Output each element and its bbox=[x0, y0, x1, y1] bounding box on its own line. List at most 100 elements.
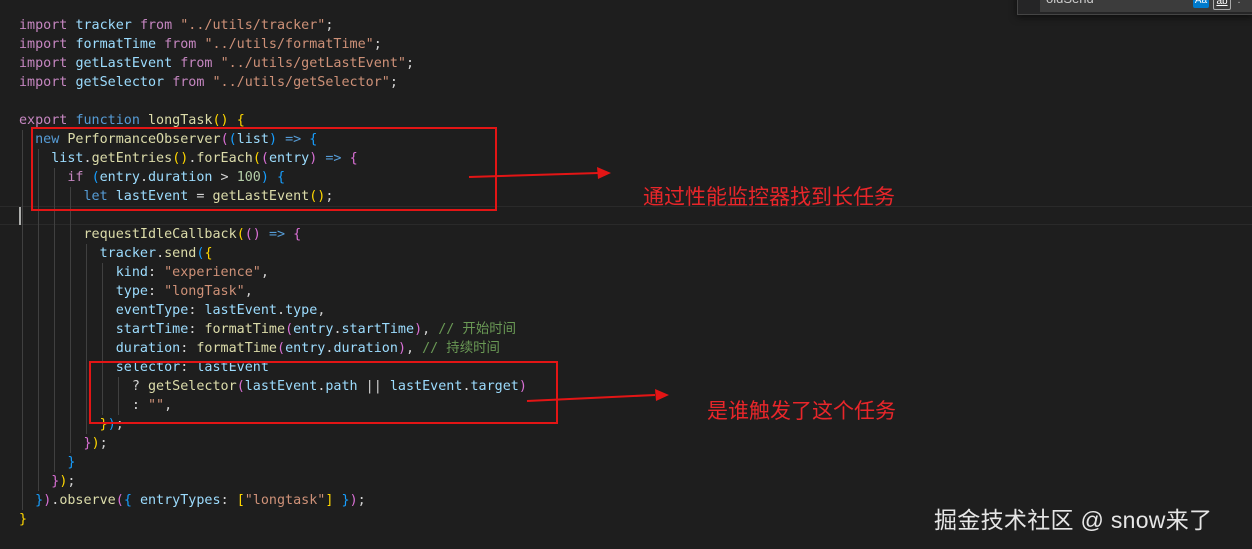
code-line: list.getEntries().forEach((entry) => { bbox=[19, 149, 358, 168]
regex-toggle[interactable]: .* bbox=[1237, 0, 1245, 6]
code-token bbox=[333, 493, 341, 508]
code-token bbox=[19, 436, 84, 451]
code-token: forEach bbox=[196, 151, 253, 166]
code-token: ( bbox=[252, 151, 261, 166]
code-token: . bbox=[333, 322, 342, 337]
annotation-text-1: 通过性能监控器找到长任务 bbox=[643, 185, 895, 209]
code-token: => bbox=[285, 132, 302, 147]
code-token: getLastEvent bbox=[75, 56, 173, 71]
code-token: "experience" bbox=[164, 265, 261, 280]
code-token: : bbox=[148, 284, 165, 299]
code-token: ) bbox=[518, 379, 527, 394]
code-token bbox=[19, 474, 51, 489]
code-token: formatTime bbox=[75, 37, 157, 52]
chevron-right-icon[interactable]: › bbox=[1024, 0, 1032, 4]
annotation-arrow-2 bbox=[526, 389, 669, 402]
code-token: => bbox=[268, 227, 286, 242]
code-token bbox=[19, 455, 67, 470]
code-token bbox=[19, 322, 116, 337]
code-token: ] bbox=[325, 493, 334, 508]
code-line: import getLastEvent from "../utils/getLa… bbox=[19, 54, 414, 73]
code-token: || bbox=[357, 379, 390, 394]
code-line: import tracker from "../utils/tracker"; bbox=[19, 16, 333, 35]
code-line: import getSelector from "../utils/getSel… bbox=[19, 73, 398, 92]
code-token: "../utils/getSelector" bbox=[212, 75, 390, 90]
code-token: entry bbox=[99, 170, 140, 185]
code-token bbox=[19, 341, 116, 356]
code-token: // 持续时间 bbox=[422, 341, 500, 356]
code-token: > bbox=[212, 170, 237, 185]
code-token: if bbox=[67, 170, 84, 185]
code-line: startTime: formatTime(entry.startTime), … bbox=[19, 320, 516, 339]
code-token bbox=[132, 493, 140, 508]
code-token: send bbox=[164, 246, 197, 261]
code-token: "../utils/formatTime" bbox=[204, 37, 374, 52]
indent-guide bbox=[22, 130, 23, 510]
code-token: requestIdleCallback bbox=[83, 227, 237, 242]
code-token: ; bbox=[325, 18, 334, 33]
code-token: entry bbox=[293, 322, 334, 337]
whole-word-toggle[interactable]: ab bbox=[1213, 0, 1231, 10]
code-token: ; bbox=[389, 75, 398, 90]
code-token bbox=[156, 37, 164, 52]
code-token bbox=[285, 227, 293, 242]
code-token bbox=[213, 56, 221, 71]
code-line: }); bbox=[19, 434, 108, 453]
find-widget[interactable]: › oldSend Aa ab .* bbox=[1017, 0, 1252, 15]
code-line: type: "longTask", bbox=[19, 282, 253, 301]
code-token: ) bbox=[414, 322, 423, 337]
code-token: type bbox=[285, 303, 318, 318]
code-token bbox=[19, 284, 116, 299]
code-token: ( bbox=[196, 246, 205, 261]
code-token: formatTime bbox=[204, 322, 286, 337]
code-token: kind bbox=[115, 265, 148, 280]
code-token: ( bbox=[228, 132, 237, 147]
code-token bbox=[19, 265, 116, 280]
code-token: . bbox=[317, 379, 326, 394]
code-token: ( bbox=[115, 493, 124, 508]
code-token: ; bbox=[406, 56, 415, 71]
indent-guide bbox=[86, 244, 87, 434]
code-line: }); bbox=[19, 415, 124, 434]
code-token bbox=[132, 18, 140, 33]
code-token: [ bbox=[236, 493, 245, 508]
match-case-toggle[interactable]: Aa bbox=[1193, 0, 1209, 8]
code-line: requestIdleCallback(() => { bbox=[19, 225, 302, 244]
code-token: () bbox=[309, 189, 326, 204]
code-token: duration bbox=[148, 170, 213, 185]
code-token: "../utils/tracker" bbox=[180, 18, 326, 33]
code-line: } bbox=[19, 510, 27, 529]
code-line: new PerformanceObserver((list) => { bbox=[19, 130, 317, 149]
code-token: . bbox=[188, 151, 197, 166]
code-token: 100 bbox=[236, 170, 261, 185]
code-line: import formatTime from "../utils/formatT… bbox=[19, 35, 382, 54]
annotation-arrow-1 bbox=[468, 167, 611, 179]
code-token bbox=[19, 303, 116, 318]
annotation-box-selector bbox=[89, 361, 558, 424]
indent-guide bbox=[102, 263, 103, 415]
code-token: import bbox=[19, 75, 68, 90]
code-token: ; bbox=[67, 474, 76, 489]
code-token: => bbox=[325, 151, 342, 166]
code-line: eventType: lastEvent.type, bbox=[19, 301, 326, 320]
code-token: : bbox=[220, 493, 237, 508]
code-token: ) bbox=[397, 341, 406, 356]
code-token: ( bbox=[220, 132, 229, 147]
code-line: kind: "experience", bbox=[19, 263, 269, 282]
code-token: eventType bbox=[115, 303, 189, 318]
code-token: : bbox=[148, 265, 165, 280]
code-token: ) bbox=[43, 493, 52, 508]
code-token: ) bbox=[59, 474, 68, 489]
code-token: } bbox=[51, 474, 60, 489]
code-token: duration bbox=[333, 341, 398, 356]
code-token: . bbox=[139, 170, 148, 185]
code-token: PerformanceObserver bbox=[67, 132, 221, 147]
code-token: : bbox=[188, 322, 205, 337]
code-token: list bbox=[236, 132, 269, 147]
code-line: }).observe({ entryTypes: ["longtask"] })… bbox=[19, 491, 366, 510]
code-token: { bbox=[349, 151, 358, 166]
code-token: } bbox=[83, 436, 92, 451]
code-token: path bbox=[325, 379, 358, 394]
code-line: } bbox=[19, 453, 75, 472]
